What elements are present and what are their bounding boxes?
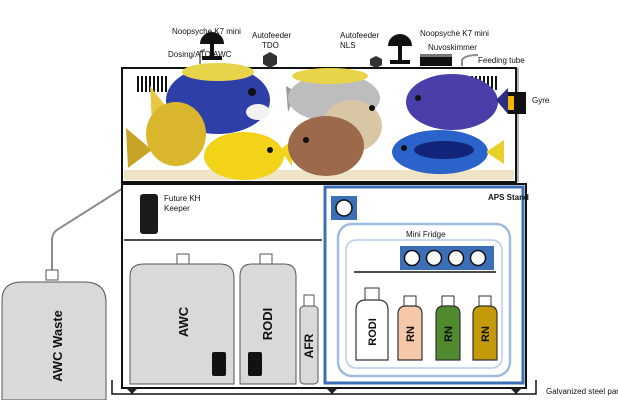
galvanized-pan: [111, 380, 537, 395]
mini-fridge-inner: [345, 239, 503, 369]
label-rodi-small: RODI: [367, 318, 379, 346]
dosing-port-4: [469, 249, 487, 267]
label-noopsyche-left: Noopsyche K7 mini: [172, 27, 241, 36]
aps-stand-compartment: [323, 185, 525, 385]
gyre-pump-face: [508, 96, 514, 110]
label-afr: AFR: [302, 333, 316, 358]
dosing-port-3: [447, 249, 465, 267]
label-autofeeder-tdo-1: Autofeeder: [252, 31, 291, 40]
dosing-port-1: [403, 249, 421, 267]
awc-waste-container: AWC Waste: [1, 269, 107, 400]
stand-feet: [126, 388, 522, 394]
label-galvanized: Galvanized steel pan: [546, 387, 618, 396]
label-future-kh-1: Future KH: [164, 194, 201, 203]
rn-container-2: RN: [435, 295, 461, 361]
label-nuvoskimmer: Nuvoskimmer: [428, 43, 477, 52]
label-dosing: Dosing/ATO/AWC: [168, 50, 232, 59]
dosing-tube-a: [199, 49, 206, 64]
fish-blue-hippo-tang: [392, 130, 504, 174]
fish-blue-tang-top: [406, 74, 508, 130]
label-aps-stand: APS Stand: [488, 193, 529, 202]
label-autofeeder-nls-1: Autofeeder: [340, 31, 379, 40]
left-grate: [137, 76, 167, 92]
label-rn-3: RN: [480, 326, 492, 342]
rodi-small-container: RODI: [355, 287, 389, 361]
label-awc-waste: AWC Waste: [50, 310, 65, 382]
noopsyche-right: [388, 34, 412, 64]
label-awc: AWC: [176, 306, 191, 337]
fish-group: [126, 63, 508, 180]
noopsyche-left: [200, 32, 224, 60]
rodi-pump: [248, 352, 262, 376]
label-autofeeder-nls-2: NLS: [340, 41, 356, 50]
autofeeder-nls: [370, 56, 382, 68]
nuvoskimmer-top: [420, 54, 452, 57]
autofeeder-tdo: [263, 52, 277, 68]
awc-pump: [212, 352, 226, 376]
label-rodi-large: RODI: [260, 308, 275, 341]
label-rn-2: RN: [443, 326, 455, 342]
feeding-tube-line: [461, 54, 479, 66]
label-mini-fridge: Mini Fridge: [406, 230, 446, 239]
future-kh-keeper: [140, 194, 158, 234]
label-noopsyche-right: Noopsyche K7 mini: [420, 29, 489, 38]
nuvoskimmer: [420, 56, 452, 66]
fish-yellow-tang-left: [126, 102, 206, 168]
rn-container-1: RN: [397, 295, 423, 361]
label-gyre: Gyre: [532, 96, 550, 105]
awc-container: AWC: [129, 253, 235, 385]
label-autofeeder-tdo-2: TDO: [262, 41, 279, 50]
label-rn-1: RN: [405, 326, 417, 342]
rodi-large-container: RODI: [239, 253, 297, 385]
rn-container-3: RN: [472, 295, 498, 361]
fish-brown-tang: [288, 116, 364, 176]
label-future-kh-2: Keeper: [164, 204, 190, 213]
label-feeding-tube: Feeding tube: [478, 56, 525, 65]
dosing-port-2: [425, 249, 443, 267]
afr-container: AFR: [299, 294, 319, 385]
stand-controller-port: [335, 199, 353, 217]
